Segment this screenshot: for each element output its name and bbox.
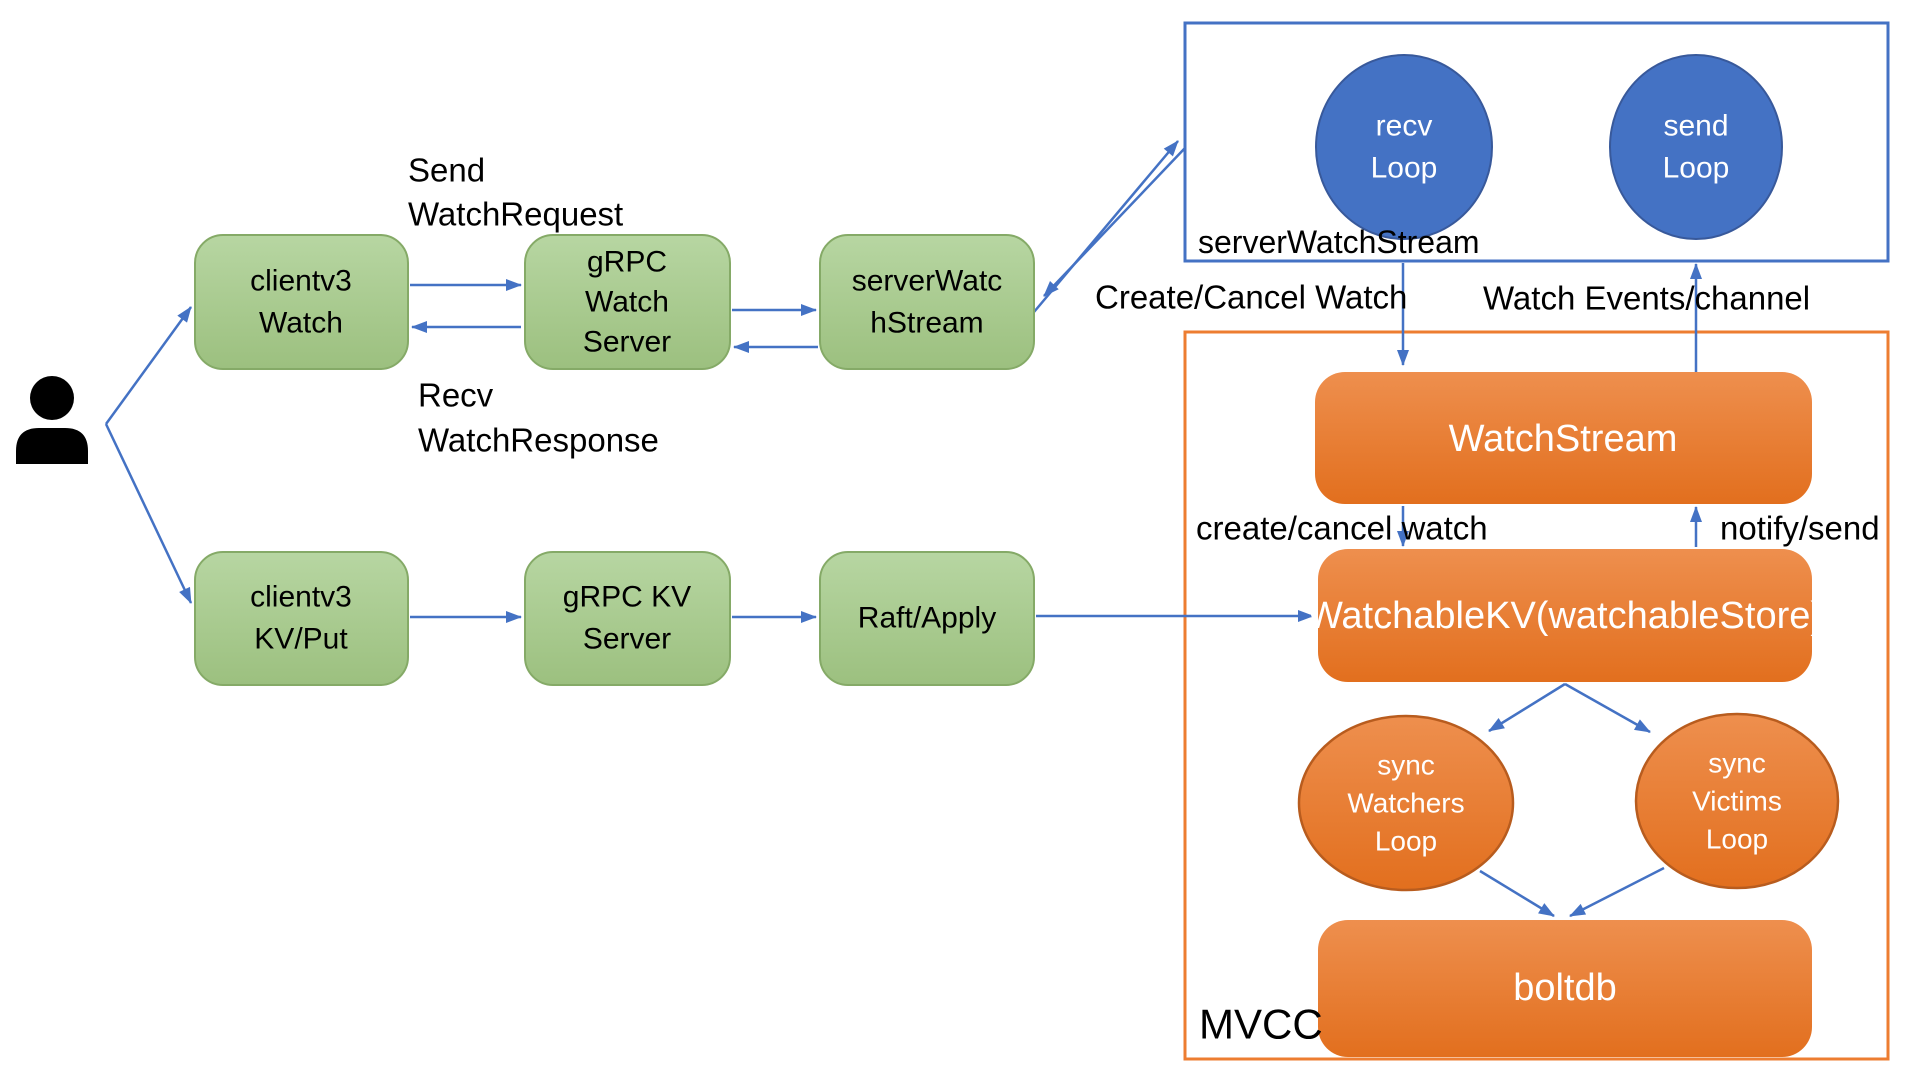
node-grpc-kv-server-line1: gRPC KV: [563, 581, 691, 614]
node-watchstream-label: WatchStream: [1449, 418, 1678, 460]
node-recv-loop-line2: Loop: [1371, 152, 1438, 185]
node-sync-watchers-loop: sync Watchers Loop: [1297, 714, 1515, 892]
node-raft-apply: Raft/Apply: [819, 551, 1035, 686]
node-grpc-watch-server-line1: gRPC: [587, 246, 667, 279]
node-sync-victims-line3: Loop: [1706, 824, 1768, 855]
arrow-user-to-clientv3-watch: [104, 306, 193, 425]
node-clientv3-watch-line2: Watch: [259, 307, 343, 340]
label-send-watchrequest-line1: Send: [408, 152, 485, 189]
node-grpc-kv-server: gRPC KV Server: [524, 551, 731, 686]
node-grpc-kv-server-line2: Server: [583, 623, 671, 656]
node-clientv3-watch: clientv3 Watch: [194, 234, 409, 370]
arrow-user-to-clientv3-kvput: [104, 423, 193, 604]
label-recv-watchresponse-line2: WatchResponse: [418, 422, 659, 459]
node-sync-victims-line2: Victims: [1692, 786, 1782, 817]
node-boltdb-label: boltdb: [1513, 967, 1617, 1009]
node-send-loop-line2: Loop: [1663, 152, 1730, 185]
node-serverwatchstream-line2: hStream: [870, 307, 983, 340]
mvcc-container-label: MVCC: [1199, 1001, 1323, 1048]
arrow-sync-watchers-to-boltdb: [1479, 869, 1555, 918]
arrow-watchablekv-to-sync-watchers: [1488, 682, 1566, 733]
arrow-blue-container-to-serverwatchstream: [1043, 147, 1186, 297]
node-grpc-watch-server-line3: Server: [583, 326, 671, 359]
node-sync-watchers-line1: sync: [1377, 750, 1435, 781]
node-clientv3-kvput-line2: KV/Put: [254, 623, 348, 656]
node-sync-victims-loop: sync Victims Loop: [1634, 712, 1840, 890]
node-watchablekv-label: WatchableKV(watchableStore): [1307, 595, 1823, 637]
node-boltdb: boltdb: [1318, 920, 1812, 1057]
server-watch-stream-container: [1183, 21, 1890, 263]
node-watchablekv: WatchableKV(watchableStore): [1307, 549, 1823, 682]
node-watchstream: WatchStream: [1315, 372, 1812, 504]
label-recv-watchresponse-line1: Recv: [418, 377, 494, 414]
node-clientv3-watch-line1: clientv3: [250, 265, 352, 298]
node-send-loop: send Loop: [1609, 54, 1783, 240]
node-clientv3-kvput: clientv3 KV/Put: [194, 551, 409, 686]
label-create-cancel-watch-upper: Create/Cancel Watch: [1095, 279, 1407, 316]
node-recv-loop-line1: recv: [1376, 110, 1433, 143]
node-grpc-watch-server: gRPC Watch Server: [524, 234, 731, 370]
node-serverwatchstream-box: serverWatc hStream: [819, 234, 1035, 370]
arrow-sync-victims-to-boltdb: [1569, 866, 1665, 918]
node-sync-watchers-line2: Watchers: [1347, 788, 1464, 819]
label-notify-send: notify/send: [1720, 510, 1880, 547]
node-grpc-watch-server-line2: Watch: [585, 286, 669, 319]
node-sync-victims-line1: sync: [1708, 748, 1766, 779]
node-serverwatchstream-line1: serverWatc: [852, 265, 1003, 298]
label-watch-events-channel: Watch Events/channel: [1483, 280, 1810, 317]
node-send-loop-line1: send: [1663, 110, 1728, 143]
node-sync-watchers-line3: Loop: [1375, 826, 1437, 857]
arrow-watchablekv-to-sync-victims: [1564, 682, 1651, 734]
node-recv-loop: recv Loop: [1315, 54, 1493, 240]
label-create-cancel-watch-lower: create/cancel watch: [1196, 510, 1488, 547]
label-send-watchrequest-line2: WatchRequest: [408, 196, 623, 233]
mvcc-container: [1183, 330, 1890, 1061]
server-watch-stream-container-label: serverWatchStream: [1198, 224, 1480, 260]
person-icon: [16, 376, 88, 464]
node-raft-apply-line1: Raft/Apply: [858, 602, 996, 635]
node-clientv3-kvput-line1: clientv3: [250, 581, 352, 614]
